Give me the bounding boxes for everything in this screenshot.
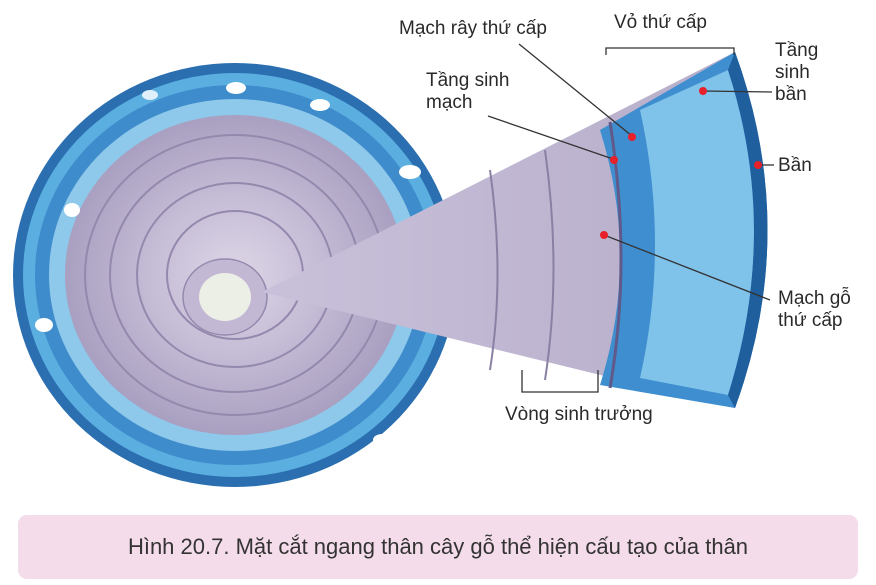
red-markers [600, 87, 762, 239]
marker-mach-ray [628, 133, 636, 141]
stem-cross-section-figure [13, 43, 774, 487]
caption-box: Hình 20.7. Mặt cắt ngang thân cây gỗ thể… [18, 515, 858, 579]
figure-caption: Hình 20.7. Mặt cắt ngang thân cây gỗ thể… [127, 534, 749, 559]
magnified-wedge [262, 52, 768, 408]
label-vong-sinh-truong: Vòng sinh trưởng [505, 404, 653, 425]
label-mach-go-thu-cap: Mạch gỗ thứ cấp [778, 288, 851, 331]
marker-mach-go [600, 231, 608, 239]
label-tang-sinh-ban: Tầng sinh bần [775, 40, 819, 105]
marker-ban [754, 161, 762, 169]
stem-disc [13, 63, 457, 487]
marker-tang-sinh-ban [699, 87, 707, 95]
label-mach-ray-thu-cap: Mạch rây thứ cấp [399, 18, 547, 39]
label-ban: Bần [778, 155, 812, 176]
marker-tang-sinh-mach [610, 156, 618, 164]
label-vo-thu-cap: Vỏ thứ cấp [614, 12, 707, 33]
label-tang-sinh-mach: Tầng sinh mạch [426, 70, 510, 113]
label-brackets [487, 43, 774, 393]
